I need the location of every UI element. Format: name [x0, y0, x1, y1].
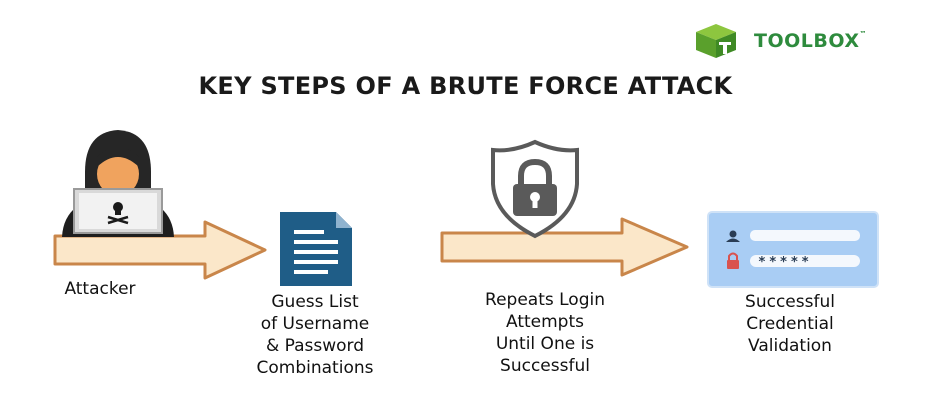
toolbox-logo: TOOLBOX™: [692, 22, 907, 62]
step-label-repeat-attempts: Repeats Login Attempts Until One is Succ…: [485, 290, 605, 376]
brand-name: TOOLBOX™: [754, 30, 867, 52]
step-label-guess-list: Guess List of Username & Password Combin…: [256, 292, 374, 378]
hooded-hacker-icon: [62, 130, 174, 237]
masked-password: *****: [758, 255, 812, 270]
page-title: KEY STEPS OF A BRUTE FORCE ATTACK: [198, 72, 733, 100]
step-label-successful-validation: Successful Credential Validation: [745, 292, 835, 356]
arrow-right-icon: [440, 217, 689, 277]
shield-lock-icon: [491, 139, 579, 239]
trademark-mark: ™: [859, 30, 867, 38]
document-icon: [280, 212, 352, 286]
step-label-attacker: Attacker: [64, 279, 136, 299]
cube-icon: [696, 24, 736, 58]
login-form-icon: *****: [707, 211, 879, 288]
